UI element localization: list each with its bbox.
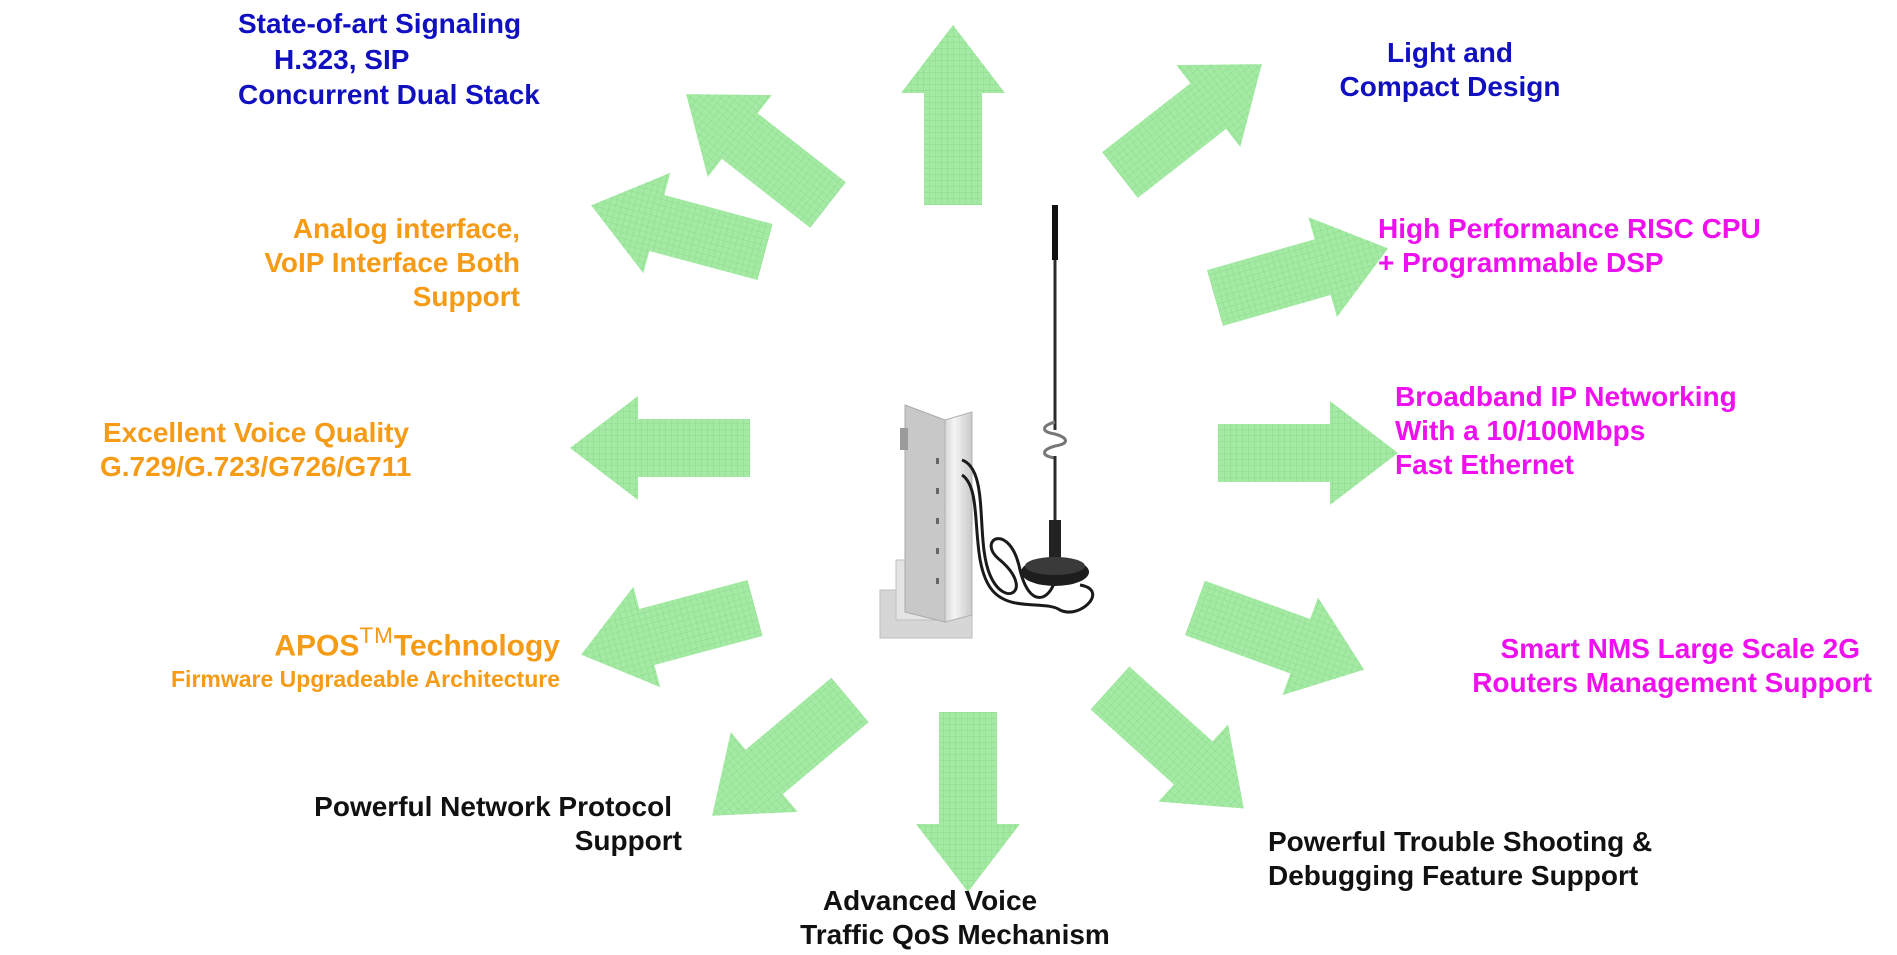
apos-feature: APOSTMTechnology Firmware Upgradeable Ar… bbox=[10, 622, 560, 693]
arrow-down-left bbox=[712, 677, 869, 816]
arrow-up bbox=[901, 25, 1005, 205]
apos-name: APOS bbox=[274, 629, 360, 663]
arrow-up-right bbox=[1102, 64, 1262, 198]
qos-feature: Advanced Voice Traffic QoS Mechanism bbox=[720, 884, 1160, 952]
signaling-feature: State-of-art Signaling H.323, SIP Concur… bbox=[220, 6, 660, 113]
signaling-line2: H.323, SIP bbox=[274, 43, 410, 75]
arrow-left-upper bbox=[591, 172, 773, 281]
debug-line1: Powerful Trouble Shooting & bbox=[1268, 826, 1653, 857]
design-feature: Light and Compact Design bbox=[1300, 36, 1600, 104]
arrow-right-lower bbox=[1185, 580, 1365, 696]
voice-quality-line1: Excellent Voice Quality bbox=[103, 417, 410, 448]
arrow-down-right bbox=[1090, 666, 1244, 809]
arrow-left-lower bbox=[581, 579, 763, 688]
protocol-line1: Powerful Network Protocol bbox=[314, 791, 672, 822]
voice-quality-feature: Excellent Voice Quality G.729/G.723/G726… bbox=[100, 416, 411, 484]
protocol-feature: Powerful Network Protocol Support bbox=[180, 790, 682, 858]
apos-line2: Firmware Upgradeable Architecture bbox=[171, 665, 560, 692]
trademark-mark: TM bbox=[359, 623, 394, 648]
cpu-line2: + Programmable DSP bbox=[1378, 247, 1664, 279]
networking-line1: Broadband IP Networking bbox=[1395, 381, 1737, 412]
gateway-device-image bbox=[879, 205, 1095, 639]
qos-line2: Traffic QoS Mechanism bbox=[800, 919, 1110, 951]
networking-line2: With a 10/100Mbps bbox=[1395, 415, 1646, 447]
analog-feature: Analog interface, VoIP Interface Both Su… bbox=[140, 212, 520, 314]
analog-line1: Analog interface, bbox=[292, 213, 520, 244]
protocol-line2: Support bbox=[574, 825, 682, 857]
networking-feature: Broadband IP Networking With a 10/100Mbp… bbox=[1395, 380, 1737, 482]
cpu-feature: High Performance RISC CPU + Programmable… bbox=[1378, 212, 1761, 280]
arrow-down bbox=[916, 712, 1020, 892]
design-line2: Compact Design bbox=[1339, 71, 1561, 103]
debug-line2: Debugging Feature Support bbox=[1268, 860, 1639, 892]
cpu-line1: High Performance RISC CPU bbox=[1378, 213, 1761, 244]
voice-quality-line2: G.729/G.723/G726/G711 bbox=[100, 451, 412, 483]
arrow-left bbox=[570, 396, 750, 500]
arrow-right bbox=[1218, 401, 1398, 505]
analog-line2: VoIP Interface Both bbox=[264, 247, 520, 279]
apos-technology: Technology bbox=[393, 629, 560, 663]
networking-line3: Fast Ethernet bbox=[1395, 449, 1574, 481]
analog-line3: Support bbox=[412, 281, 520, 313]
signaling-line3: Concurrent Dual Stack bbox=[238, 79, 540, 111]
arrow-up-left bbox=[686, 94, 846, 228]
nms-line2: Routers Management Support bbox=[1472, 667, 1872, 699]
signaling-line1: State-of-art Signaling bbox=[238, 8, 522, 39]
design-line1: Light and bbox=[1387, 37, 1513, 68]
nms-feature: Smart NMS Large Scale 2G Routers Managem… bbox=[1300, 632, 1872, 700]
qos-line1: Advanced Voice bbox=[822, 885, 1038, 916]
debug-feature: Powerful Trouble Shooting & Debugging Fe… bbox=[1268, 825, 1652, 893]
nms-line1: Smart NMS Large Scale 2G bbox=[1500, 633, 1860, 664]
arrow-right-upper bbox=[1207, 217, 1389, 326]
